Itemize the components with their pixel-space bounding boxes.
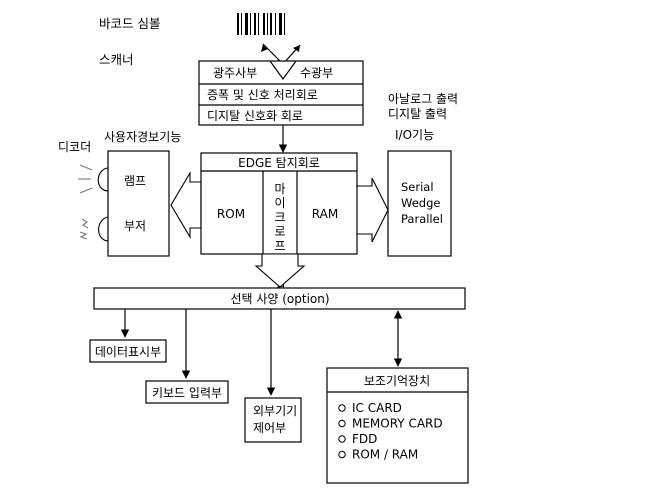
bullet-circle-icon — [338, 419, 346, 428]
io-function-label: I/O기능 — [395, 128, 434, 142]
decoder-label: 디코더 — [58, 140, 91, 154]
options-bar — [93, 287, 466, 310]
ram-label: RAM — [312, 207, 338, 221]
analog-output-label: 아날로그 출력 — [388, 92, 458, 106]
keyboard-input-label: 키보드 입력부 — [152, 386, 222, 400]
keyboard-input-box — [145, 380, 229, 404]
external-device-box — [244, 397, 302, 443]
lamp-label: 램프 — [124, 174, 146, 188]
aux-storage-label: 보조기억장치 — [364, 374, 430, 388]
to-io-arrow — [356, 177, 389, 243]
barcode-symbol-label: 바코드 심볼 — [99, 16, 160, 31]
microprocessor-char: 마 — [274, 182, 285, 196]
lamp-icon — [78, 164, 109, 194]
data-display-box — [89, 339, 167, 363]
aux-storage-item: MEMORY CARD — [352, 417, 443, 431]
microprocessor-char: 로 — [274, 225, 285, 239]
io-item: Wedge — [401, 196, 440, 210]
light-emitter-label: 광주사부 — [213, 66, 257, 80]
io-box — [387, 150, 452, 257]
to-options-arrow — [254, 253, 306, 288]
external-device-label: 외부기기 — [253, 404, 297, 418]
scanner-label: 스캐너 — [99, 52, 134, 67]
buzzer-icon — [79, 216, 109, 242]
edge-circuit-label: EDGE 탐지회로 — [238, 156, 320, 170]
aux-storage-item: ROM / RAM — [352, 448, 418, 462]
to-user-alarm-arrow — [170, 170, 202, 240]
digitizer-label: 디지탈 신호화 회로 — [207, 109, 303, 123]
microprocessor-char: 프 — [274, 239, 285, 253]
user-alarm-box — [107, 150, 170, 257]
aux-storage-item: IC CARD — [352, 401, 402, 415]
options-label: 선택 사양 (option) — [230, 292, 329, 306]
bullet-circle-icon — [338, 435, 346, 443]
rom-label: ROM — [217, 207, 245, 221]
buzzer-label: 부저 — [124, 219, 146, 233]
scanner-block — [198, 60, 364, 126]
bullet-circle-icon — [338, 404, 346, 412]
external-device-label: 제어부 — [253, 421, 286, 435]
io-item: Parallel — [401, 212, 443, 226]
barcode-symbol-icon — [237, 13, 285, 35]
io-item: Serial — [401, 180, 434, 194]
data-display-label: 데이터표시부 — [95, 345, 161, 359]
aux-storage-box — [326, 367, 469, 484]
digital-output-label: 디지탈 출력 — [388, 107, 447, 121]
microprocessor-char: 이 — [274, 196, 285, 210]
amplifier-label: 증폭 및 신호 처리회로 — [207, 88, 318, 102]
light-receiver-label: 수광부 — [300, 66, 333, 80]
user-alarm-label: 사용자경보기능 — [104, 130, 181, 144]
microprocessor-char: 크 — [274, 210, 285, 224]
aux-storage-item: FDD — [352, 432, 377, 446]
bullet-circle-icon — [338, 450, 346, 459]
